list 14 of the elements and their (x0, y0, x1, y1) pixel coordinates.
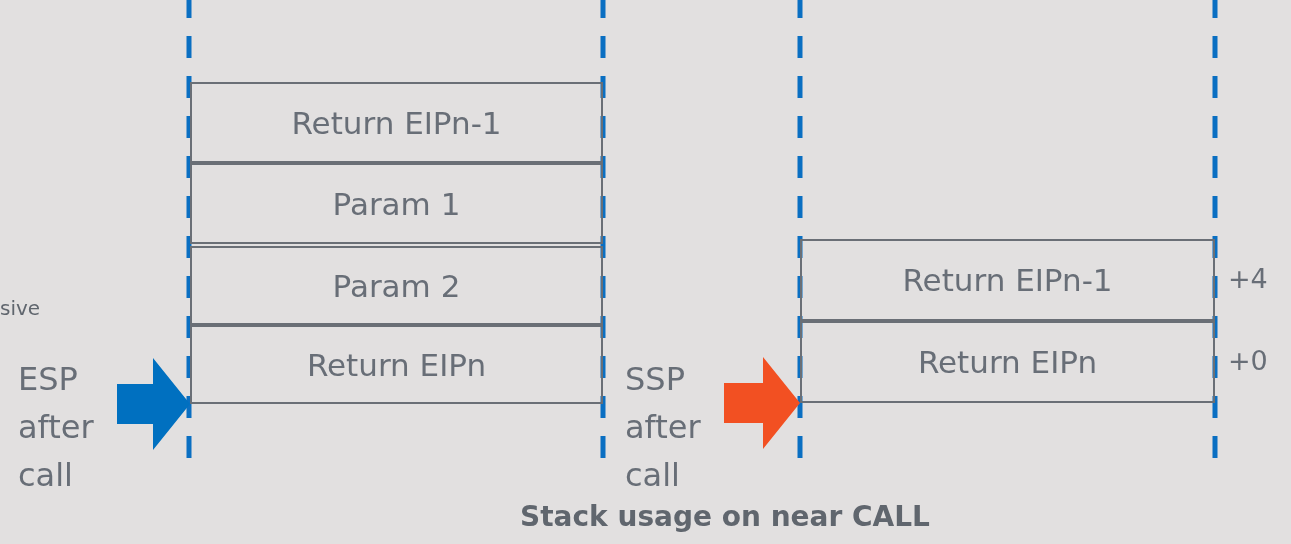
stack-slot: Return EIPn (800, 321, 1215, 403)
caption: Stack usage on near CALL (519, 500, 931, 533)
stack-slot: Return EIPn-1 (800, 239, 1215, 321)
pointer-label: ESP after call (18, 355, 118, 499)
offset-label: +4 (1228, 263, 1268, 294)
block-arrow (724, 357, 800, 449)
stack-slot: Return EIPn-1 (190, 82, 603, 163)
stack-slot: Param 2 (190, 246, 603, 325)
stack-slot: Param 1 (190, 163, 603, 244)
offset-label: +0 (1228, 345, 1268, 376)
stack-slot: Return EIPn (190, 325, 603, 404)
block-arrow (117, 358, 190, 450)
cut-off-text: sive (0, 296, 41, 320)
pointer-label: SSP after call (625, 355, 725, 499)
